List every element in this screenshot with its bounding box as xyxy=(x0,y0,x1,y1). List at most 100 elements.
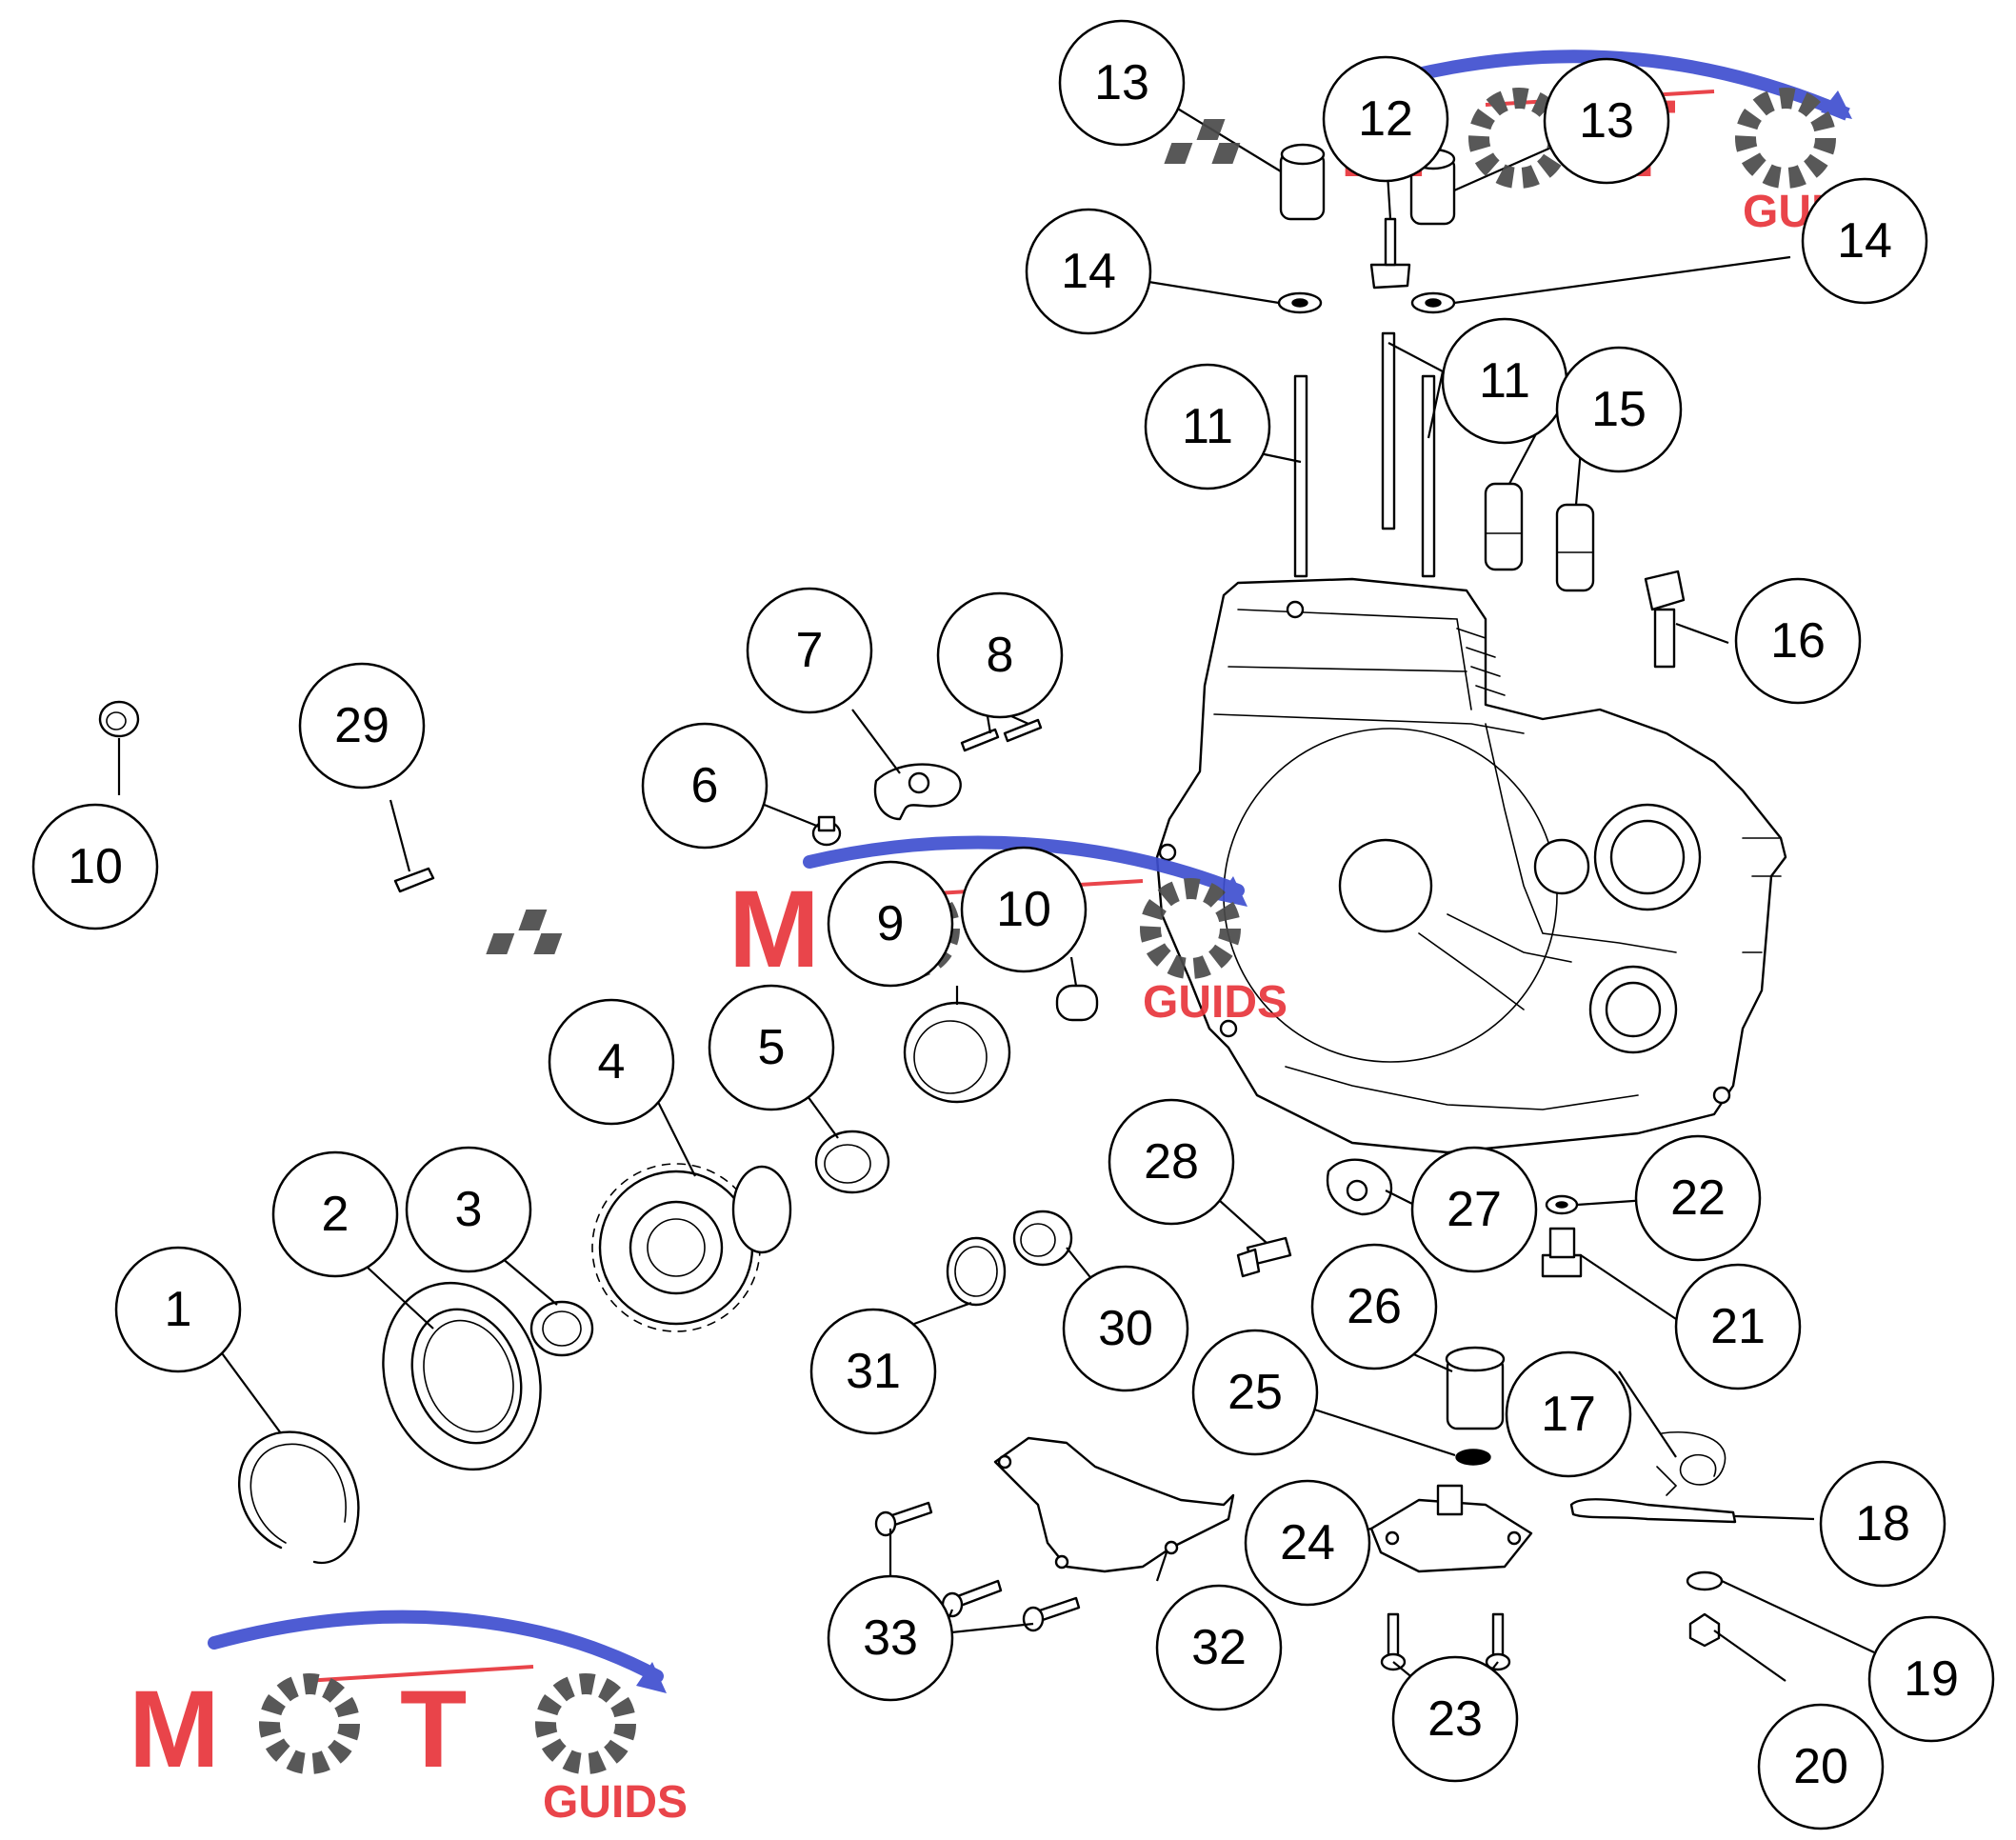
svg-text:6: 6 xyxy=(691,758,719,813)
plug-part-21 xyxy=(1541,1227,1583,1278)
callout-24: 24 xyxy=(1244,1479,1371,1607)
callout-33: 33 xyxy=(827,1574,954,1702)
watermark-bottom-left: M T GUIDS xyxy=(129,1610,688,1828)
gear-part-4 xyxy=(591,1163,792,1332)
svg-text:9: 9 xyxy=(877,896,905,951)
callout-1: 1 xyxy=(114,1246,242,1373)
callout-14-left: 14 xyxy=(1025,208,1152,335)
callout-7: 7 xyxy=(746,587,873,714)
callout-17: 17 xyxy=(1505,1350,1632,1478)
callout-5: 5 xyxy=(708,984,835,1111)
svg-text:30: 30 xyxy=(1098,1301,1153,1356)
svg-text:15: 15 xyxy=(1591,382,1647,437)
svg-text:3: 3 xyxy=(455,1182,483,1237)
svg-text:26: 26 xyxy=(1347,1279,1402,1334)
svg-text:19: 19 xyxy=(1904,1651,1959,1707)
oring-part-25 xyxy=(1455,1449,1491,1466)
callout-11-left: 11 xyxy=(1144,363,1271,490)
svg-text:7: 7 xyxy=(796,623,824,678)
svg-text:31: 31 xyxy=(846,1344,901,1399)
needle-bearing-part-5 xyxy=(814,1130,890,1194)
deflector-part-27 xyxy=(1326,1158,1393,1216)
svg-text:28: 28 xyxy=(1144,1134,1199,1190)
callout-21: 21 xyxy=(1674,1263,1802,1390)
oring-part-22 xyxy=(1545,1194,1579,1215)
spring-part-17 xyxy=(1656,1430,1727,1496)
callout-22: 22 xyxy=(1634,1134,1762,1262)
ring-part-31 xyxy=(946,1236,1007,1307)
callout-16: 16 xyxy=(1734,577,1862,705)
bolt-part-33-c xyxy=(1022,1596,1081,1632)
svg-text:8: 8 xyxy=(987,628,1014,683)
svg-text:16: 16 xyxy=(1770,613,1826,669)
callout-19: 19 xyxy=(1867,1615,1995,1743)
svg-text:17: 17 xyxy=(1541,1387,1596,1442)
dowel-part-15-a xyxy=(1484,482,1524,571)
svg-text:29: 29 xyxy=(334,698,389,753)
callout-18: 18 xyxy=(1819,1460,1946,1588)
callouts: 1 2 3 4 5 6 7 8 9 10 10 11 11 12 13 13 1… xyxy=(31,19,1995,1830)
svg-text:13: 13 xyxy=(1094,55,1149,110)
callout-15: 15 xyxy=(1555,346,1683,473)
callout-25: 25 xyxy=(1191,1329,1319,1456)
callout-9: 9 xyxy=(827,860,954,988)
callout-2: 2 xyxy=(271,1150,399,1278)
callout-3: 3 xyxy=(405,1146,532,1273)
watermark-m-center: M xyxy=(729,869,820,990)
bolt-part-23-b xyxy=(1485,1612,1511,1671)
bearing-part-30 xyxy=(1012,1210,1073,1267)
svg-text:20: 20 xyxy=(1793,1739,1848,1794)
svg-text:27: 27 xyxy=(1447,1182,1502,1237)
fitting-part-12 xyxy=(1369,217,1411,290)
svg-text:1: 1 xyxy=(165,1282,192,1337)
pin-part-29 xyxy=(393,867,435,893)
svg-text:14: 14 xyxy=(1061,244,1116,299)
callout-23: 23 xyxy=(1391,1655,1519,1783)
callout-32: 32 xyxy=(1155,1584,1283,1711)
callout-26: 26 xyxy=(1310,1243,1438,1370)
svg-text:10: 10 xyxy=(996,882,1051,937)
callout-8: 8 xyxy=(936,591,1064,719)
svg-text:23: 23 xyxy=(1427,1691,1483,1747)
callout-31: 31 xyxy=(809,1308,937,1435)
svg-text:25: 25 xyxy=(1228,1365,1283,1420)
dowel-part-10-b xyxy=(1055,984,1099,1022)
bolt-part-16 xyxy=(1644,570,1686,669)
bushing-part-3 xyxy=(529,1300,594,1357)
callout-20: 20 xyxy=(1757,1703,1885,1830)
callout-13-left: 13 xyxy=(1058,19,1186,147)
svg-text:4: 4 xyxy=(598,1034,626,1090)
oil-seal-part-2 xyxy=(382,1281,542,1471)
cover-part-32 xyxy=(993,1436,1235,1573)
svg-text:14: 14 xyxy=(1837,213,1892,269)
svg-text:12: 12 xyxy=(1358,91,1413,147)
callout-30: 30 xyxy=(1062,1265,1189,1392)
callout-10-left: 10 xyxy=(31,803,159,930)
filter-part-26 xyxy=(1445,1346,1506,1430)
watermark-guids-bottom: GUIDS xyxy=(543,1777,688,1828)
svg-text:11: 11 xyxy=(1182,399,1233,454)
nut-part-20 xyxy=(1688,1612,1721,1648)
callout-28: 28 xyxy=(1108,1098,1235,1226)
callout-10-center: 10 xyxy=(960,846,1088,973)
svg-text:21: 21 xyxy=(1710,1299,1766,1354)
plate-part-18 xyxy=(1569,1498,1737,1524)
svg-text:11: 11 xyxy=(1479,353,1530,409)
washer-part-19 xyxy=(1686,1570,1724,1591)
svg-text:5: 5 xyxy=(758,1020,786,1075)
dowel-part-15-b xyxy=(1555,503,1595,592)
bolt-part-28 xyxy=(1236,1236,1292,1278)
svg-text:18: 18 xyxy=(1855,1496,1910,1551)
crankcase-half xyxy=(1155,577,1787,1154)
bolt-part-23-a xyxy=(1380,1612,1407,1671)
svg-text:22: 22 xyxy=(1670,1170,1726,1226)
pins-part-8 xyxy=(960,718,1043,752)
callout-11-right: 11 xyxy=(1441,317,1568,445)
cover-part-24 xyxy=(1369,1484,1533,1573)
callout-13-right: 13 xyxy=(1543,57,1670,185)
dowel-part-10-a xyxy=(98,700,140,738)
callout-27: 27 xyxy=(1410,1146,1538,1273)
watermark-top-right: M T GUIDS xyxy=(1164,50,1887,237)
bearing-part-9 xyxy=(903,1001,1011,1104)
